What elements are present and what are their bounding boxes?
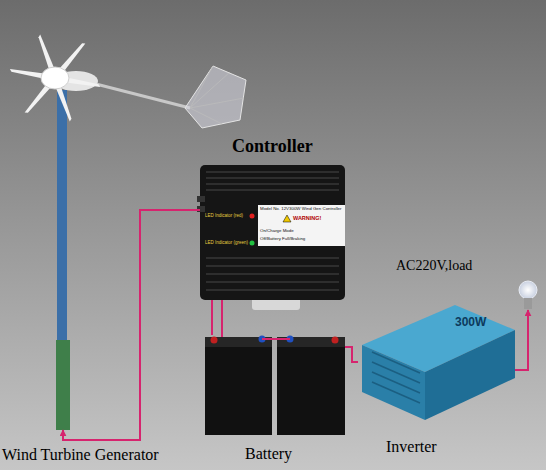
component-label: Wind Turbine Generator xyxy=(2,446,159,464)
power-rating: 300W xyxy=(455,316,486,329)
battery-pair xyxy=(205,336,345,436)
light-bulb xyxy=(519,281,537,309)
component-label: Inverter xyxy=(386,438,437,456)
inverter-node: Inverter xyxy=(358,300,515,420)
panel-text: Model No. 12V300W Wind Gen Controller xyxy=(260,207,342,212)
component-label: Battery xyxy=(245,445,292,463)
wire-connector xyxy=(63,210,200,440)
wire-connector xyxy=(515,310,528,370)
controller-box xyxy=(197,165,345,310)
turbine-generator: Wind Turbine Generator xyxy=(56,340,70,430)
component-label: AC220V,load xyxy=(396,258,472,274)
panel-text: On/Charge Mode xyxy=(260,229,294,234)
battery-node: Battery xyxy=(205,335,345,435)
wire xyxy=(221,300,223,337)
panel-text: LED Indicator (red) xyxy=(205,214,243,219)
panel-text: Off/Battery Full/Braking xyxy=(260,237,305,242)
panel-text: LED Indicator (green) xyxy=(205,241,248,246)
inverter-box xyxy=(362,305,515,420)
wire-connector xyxy=(211,300,213,335)
component-label: Controller xyxy=(232,136,313,157)
load-node: AC220V,load xyxy=(516,280,540,310)
panel-text: WARNING! xyxy=(293,215,321,221)
wire-connector xyxy=(345,347,358,362)
